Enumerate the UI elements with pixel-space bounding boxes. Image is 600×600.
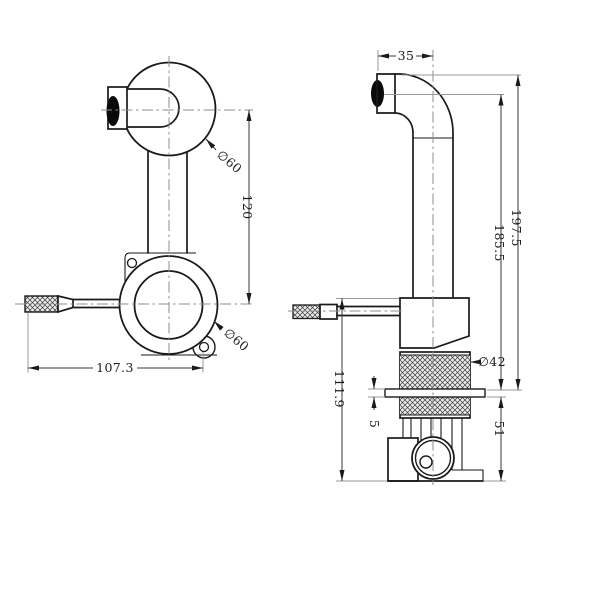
spout-elbow xyxy=(371,73,454,299)
dim-outlet-height: 185.5 xyxy=(492,94,507,390)
top-view: 120 107.3 ∅60 ∅60 xyxy=(15,56,255,375)
center-lines-top-view xyxy=(15,56,253,362)
dim-below-deck-height: 51 xyxy=(492,397,507,481)
dim-base-diameter: ∅60 xyxy=(213,320,252,354)
dim-body-height-label: 111.9 xyxy=(332,370,347,408)
deck-plate xyxy=(384,388,486,398)
dim-base-diameter-label: ∅60 xyxy=(221,325,252,354)
dim-collar-diameter: ∅42 xyxy=(470,354,506,369)
dim-spout-reach: 35 xyxy=(377,48,433,71)
dim-overall-height-label: 197.5 xyxy=(509,209,524,247)
dim-head-diameter: ∅60 xyxy=(205,138,245,176)
valve-circle-outer xyxy=(411,436,455,480)
dim-handle-span-label: 107.3 xyxy=(96,360,134,375)
dim-outlet-height-label: 185.5 xyxy=(492,224,507,262)
center-lines-side-view xyxy=(288,50,434,485)
dim-overall-height: 197.5 xyxy=(509,75,524,390)
dim-body-height: 111.9 xyxy=(332,298,399,482)
dim-below-deck-height-label: 51 xyxy=(492,421,507,438)
flange-screw-hole-left xyxy=(126,257,138,269)
valve-body xyxy=(387,436,484,482)
dim-spout-height-label: 120 xyxy=(240,194,255,219)
dim-plate-thickness-label: 5 xyxy=(367,420,382,428)
handle-lever-side xyxy=(292,303,401,320)
dim-plate-thickness: 5 xyxy=(367,376,385,428)
knurled-collar xyxy=(399,351,471,419)
dim-head-diameter-label: ∅60 xyxy=(214,147,245,176)
aerator-outlet xyxy=(106,96,120,126)
flange-screw-hole-right xyxy=(198,341,210,353)
spout-head xyxy=(106,61,217,157)
dim-collar-diameter-label: ∅42 xyxy=(478,354,506,369)
valve-port xyxy=(419,455,433,469)
dim-spout-reach-label: 35 xyxy=(398,48,415,63)
dim-handle-span: 107.3 xyxy=(27,313,204,375)
dim-spout-height: 120 xyxy=(240,110,255,304)
side-view: 35 197.5 185.5 51 111.9 xyxy=(288,48,524,485)
stem xyxy=(147,148,188,254)
handle-knurl-grip-side xyxy=(292,304,321,320)
mixer-body xyxy=(399,297,470,349)
